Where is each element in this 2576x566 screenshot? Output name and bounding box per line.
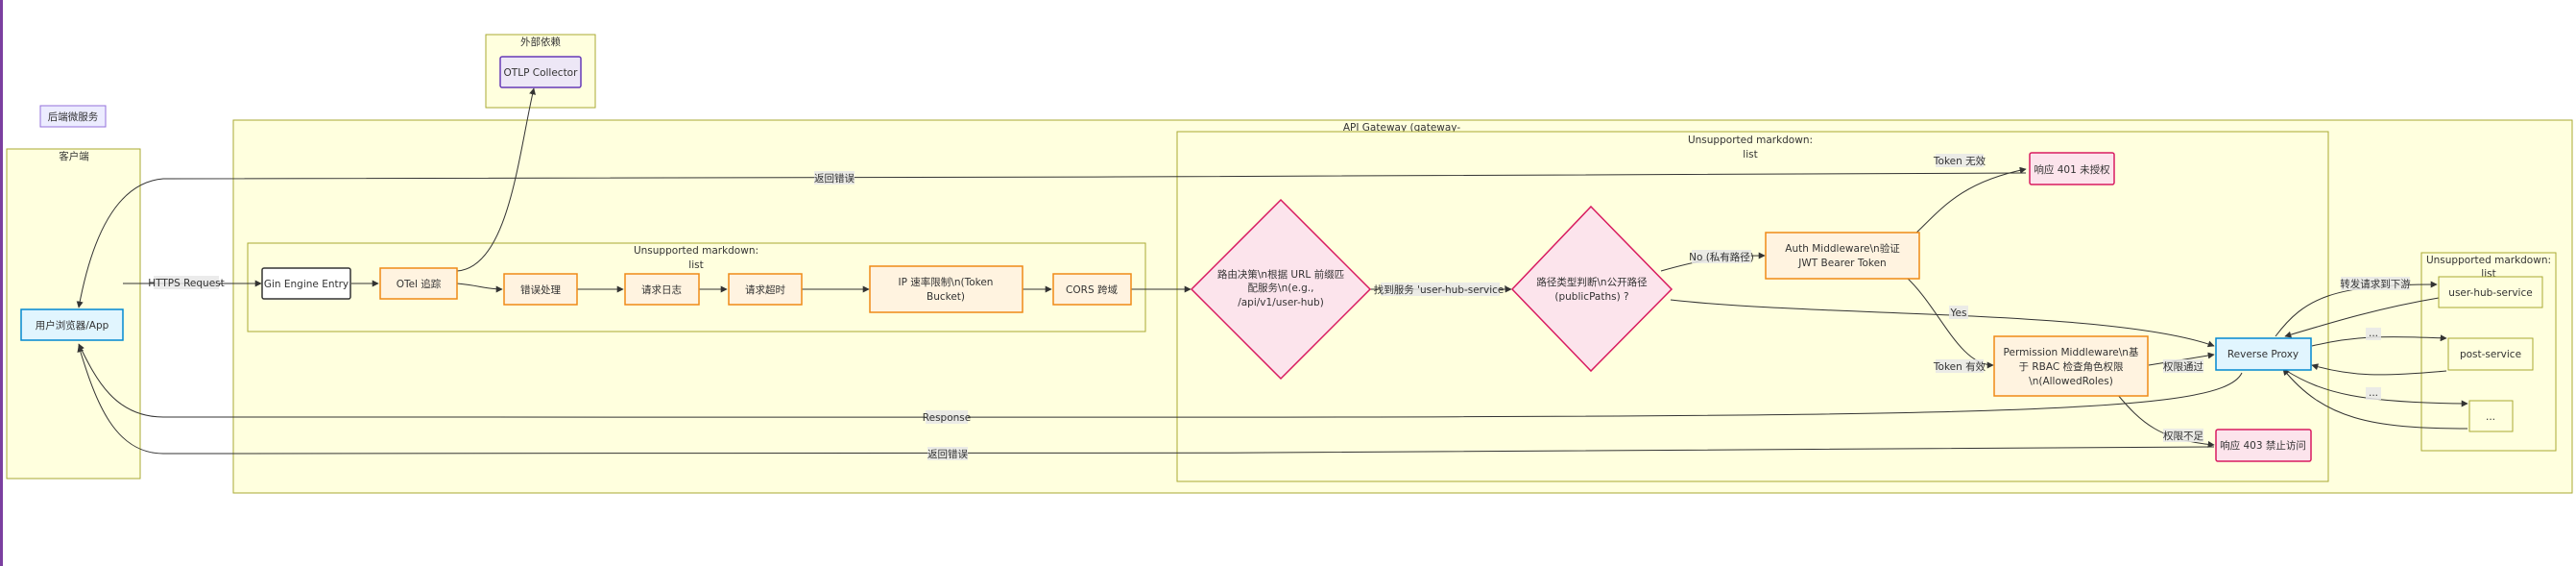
node-401-unauthorized[interactable]: 响应 401 未授权 [2029, 152, 2115, 185]
node-permission-middleware[interactable]: Permission Middleware\n基 于 RBAC 检查角色权限 \… [1993, 335, 2149, 397]
browser-label: 用户浏览器/App [36, 319, 109, 332]
label-return-error-bottom: 返回错误 [927, 448, 968, 460]
edge-userhub-proxy [2284, 297, 2440, 338]
routing-group-title-line2: list [1743, 149, 1757, 160]
node-more-services[interactable]: ... [2468, 400, 2514, 432]
node-otlp-collector[interactable]: OTLP Collector [499, 56, 582, 88]
edge-proxy-browser [78, 343, 2243, 418]
auth-label-line1: Auth Middleware\n验证 [1785, 242, 1900, 255]
error-label: 错误处理 [520, 283, 561, 296]
label-token-invalid: Token 无效 [1933, 155, 1986, 167]
node-post-service[interactable]: post-service [2447, 337, 2534, 371]
route-decision-line2: 配服务\n(e.g., [1248, 282, 1314, 294]
label-yes: Yes [1950, 308, 1967, 319]
client-group-title: 客户端 [59, 150, 89, 162]
node-request-log[interactable]: 请求日志 [624, 273, 700, 306]
permission-label-line1: Permission Middleware\n基 [2004, 346, 2139, 358]
permission-label-line3: \n(AllowedRoles) [2029, 376, 2113, 387]
node-path-type[interactable]: 路径类型判断\n公开路径 (publicPaths) ? [1510, 205, 1673, 373]
edge-labels: HTTPS Request 返回错误 Response 返回错误 找到服务 'u… [148, 154, 2411, 460]
node-error-handler[interactable]: 错误处理 [503, 273, 578, 306]
label-perm-pass: 权限通过 [2163, 360, 2203, 373]
middleware-group-title-line1: Unsupported markdown: [634, 245, 758, 257]
routing-group-title-line1: Unsupported markdown: [1688, 135, 1813, 146]
label-no-private: No (私有路径) [1689, 251, 1754, 263]
page-left-border [0, 0, 3, 566]
gateway-group-title: API Gateway (gateway- [1343, 122, 1460, 134]
node-user-hub-service[interactable]: user-hub-service [2438, 276, 2543, 308]
node-gin-engine[interactable]: Gin Engine Entry [261, 267, 351, 300]
user-hub-label: user-hub-service [2448, 287, 2532, 299]
edge-otel-error [456, 283, 503, 293]
label-perm-fail: 权限不足 [2163, 430, 2203, 442]
auth-label-line2: JWT Bearer Token [1797, 258, 1886, 269]
label-found-service: 找到服务 'user-hub-service' [1374, 283, 1507, 296]
backend-group-title-line1: Unsupported markdown: [2426, 255, 2551, 266]
label-response: Response [923, 412, 971, 424]
post-label: post-service [2460, 349, 2521, 360]
log-label: 请求日志 [641, 283, 682, 296]
node-reverse-proxy[interactable]: Reverse Proxy [2215, 337, 2312, 371]
path-type-line1: 路径类型判断\n公开路径 [1536, 276, 1648, 288]
label-dots-2: ... [2369, 387, 2378, 399]
external-deps-title: 外部依赖 [520, 36, 561, 48]
permission-label-line2: 于 RBAC 检查角色权限 [2018, 360, 2124, 373]
edge-post-proxy [2311, 363, 2447, 376]
node-403-forbidden[interactable]: 响应 403 禁止访问 [2215, 429, 2312, 462]
edge-more-proxy [2282, 368, 2468, 430]
middleware-group-title-line2: list [688, 259, 703, 271]
gin-label: Gin Engine Entry [264, 279, 349, 290]
node-browser[interactable]: 用户浏览器/App [20, 308, 124, 341]
otlp-label: OTLP Collector [504, 67, 579, 79]
path-type-line2: (publicPaths) ? [1554, 291, 1628, 303]
label-return-error-top: 返回错误 [814, 172, 855, 185]
route-decision-line3: /api/v1/user-hub) [1238, 297, 1324, 308]
otel-label: OTel 追踪 [397, 278, 442, 290]
node-request-timeout[interactable]: 请求超时 [728, 273, 803, 306]
node-route-decision[interactable]: 路由决策\n根据 URL 前缀匹 配服务\n(e.g., /api/v1/use… [1190, 198, 1372, 381]
node-rate-limit[interactable]: IP 速率限制\n(Token Bucket) [869, 265, 1023, 313]
resp403-label: 响应 403 禁止访问 [2220, 439, 2306, 452]
backend-services-legend: 后端微服务 [39, 105, 107, 128]
ratelimit-label-line1: IP 速率限制\n(Token [899, 276, 994, 288]
backend-services-legend-label: 后端微服务 [48, 111, 99, 123]
edge-auth-401 [1912, 166, 2027, 237]
node-cors[interactable]: CORS 跨域 [1052, 273, 1132, 306]
label-dots-1: ... [2369, 328, 2378, 339]
reverse-proxy-label: Reverse Proxy [2227, 349, 2299, 360]
label-forward: 转发请求到下游 [2340, 278, 2411, 290]
more-label: ... [2486, 411, 2495, 423]
node-auth-middleware[interactable]: Auth Middleware\n验证 JWT Bearer Token [1765, 232, 1920, 280]
timeout-label: 请求超时 [745, 283, 785, 296]
edge-proxy-more [2284, 369, 2468, 407]
ratelimit-label-line2: Bucket) [927, 291, 965, 303]
node-otel[interactable]: OTel 追踪 [379, 267, 458, 300]
label-token-valid: Token 有效 [1933, 360, 1986, 373]
edge-otel-otlp [456, 87, 536, 272]
resp401-label: 响应 401 未授权 [2034, 163, 2110, 176]
route-decision-line1: 路由决策\n根据 URL 前缀匹 [1217, 268, 1344, 281]
cors-label: CORS 跨域 [1066, 283, 1118, 296]
label-https-request: HTTPS Request [148, 278, 225, 289]
